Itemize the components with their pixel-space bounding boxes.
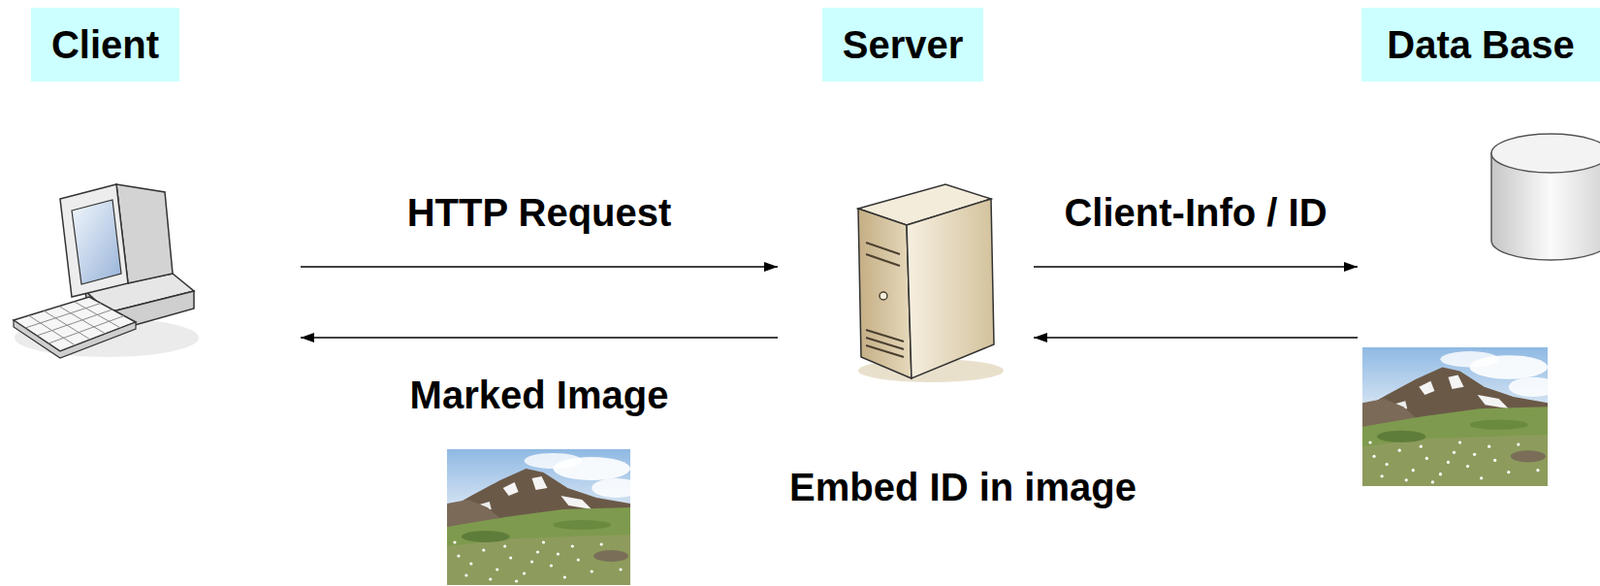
landscape-photo: [1362, 347, 1558, 486]
column-heading: Server: [822, 7, 984, 82]
keyboard: [13, 296, 136, 352]
column-heading: Data Base: [1361, 7, 1600, 82]
keyboard-keys: [25, 301, 125, 346]
server-front: [858, 208, 912, 379]
database-icon: [1491, 133, 1600, 260]
column-node: Client: [12, 7, 301, 377]
database-top: [1491, 133, 1600, 173]
edge-label: HTTP Request: [403, 190, 676, 235]
flow-arrow: [300, 265, 778, 268]
column-node: Server: [777, 7, 1034, 382]
note-label: Embed ID in image: [785, 464, 1141, 510]
power-button: [879, 291, 888, 300]
edge-label: Marked Image: [406, 372, 673, 417]
server-side: [906, 198, 994, 379]
landscape-photo: [447, 448, 640, 585]
edge-label: Client-Info / ID: [1059, 190, 1331, 235]
monitor-screen: [71, 199, 122, 285]
monitor-front: [60, 184, 128, 297]
server-icon: [858, 184, 1004, 383]
flow-arrow: [300, 336, 778, 339]
column-heading: Client: [31, 7, 180, 82]
column-node: Data Base: [1357, 7, 1600, 348]
flow-arrow: [1033, 265, 1358, 268]
computer-icon: [13, 184, 199, 358]
flow-arrow: [1033, 336, 1358, 339]
server-slots: [865, 242, 904, 357]
